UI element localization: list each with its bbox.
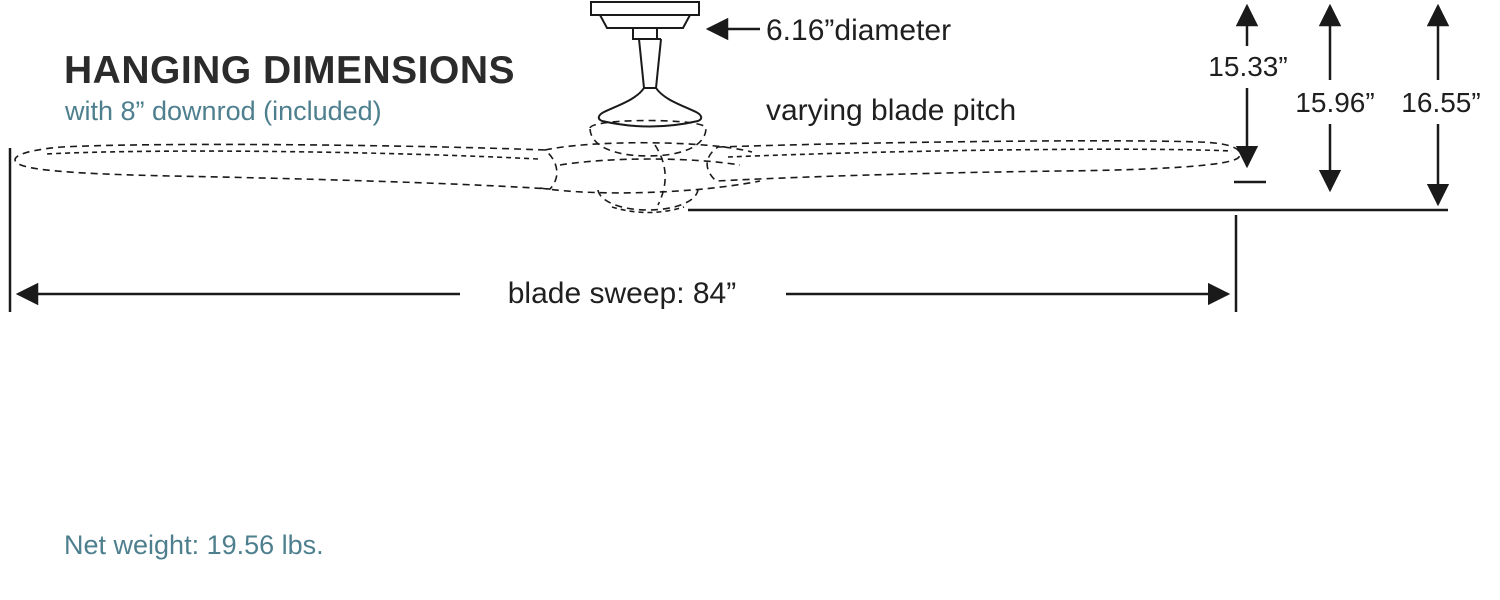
right-blade [706, 140, 1241, 182]
dimension-label-15-33: 15.33” [1188, 51, 1308, 83]
diameter-label: 6.16”diameter [766, 14, 952, 47]
dimension-label-16-55: 16.55” [1381, 87, 1500, 119]
dimension-arrow-15-33 [1234, 3, 1266, 184]
downrod [597, 38, 703, 128]
left-blade [14, 143, 558, 190]
blade-pitch-label: varying blade pitch [766, 94, 1017, 127]
motor-housing [544, 119, 753, 206]
blade-sweep-label: blade sweep: 84” [507, 277, 737, 310]
mount-canopy [590, 1, 700, 40]
net-weight-label: Net weight: 19.56 lbs. [64, 530, 324, 560]
dimension-label-15-96: 15.96” [1275, 87, 1395, 119]
lower-housing [539, 180, 761, 214]
page-subtitle: with 8” downrod (included) [65, 96, 382, 126]
page-title: HANGING DIMENSIONS [64, 49, 516, 92]
